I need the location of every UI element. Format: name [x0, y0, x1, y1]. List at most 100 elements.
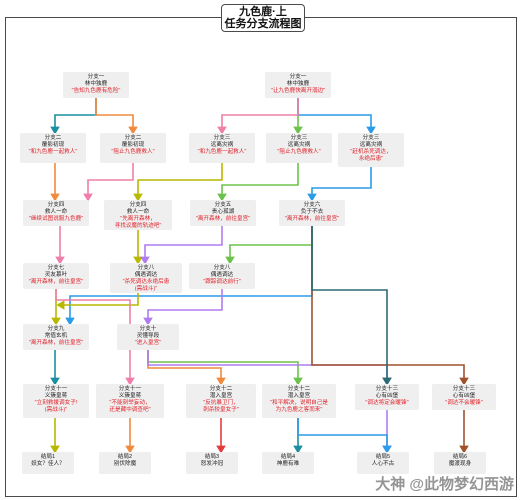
branch-node: 分支九常值玄机"离开森林，前往皇宫"	[23, 324, 89, 350]
node-subtitle: 心有凶堡	[375, 393, 399, 399]
node-title: 结局3	[204, 454, 220, 460]
branch-node: 分支四救人一命"继续试图说服九色鹿"	[23, 200, 89, 226]
node-choice: "进入皇宫"	[134, 340, 162, 346]
node-subtitle: 灵懂导段	[136, 333, 160, 339]
node-title: 分支十	[139, 326, 157, 332]
branch-node: 分支二覆影初现"和九色鹿一起救人"	[20, 133, 86, 163]
title-line2: 任务分支流程图	[224, 18, 302, 30]
node-choice: 寻找议魔的轨迹吧"	[114, 223, 162, 229]
node-title: 分支六	[303, 202, 321, 208]
node-choice: 还是藏中调查吧"	[109, 407, 151, 413]
node-title: 分支四	[129, 202, 147, 208]
node-choice: "调达将定会暖锋"	[365, 400, 409, 406]
node-choice: "告知九色鹿有危险"	[71, 88, 121, 94]
flow-connector	[143, 289, 223, 326]
node-subtitle: 魔渡现身	[448, 461, 472, 467]
branch-node: 分支八偶遇调达"跟踪调达前行"	[189, 263, 255, 289]
node-choice: 刺杀狡皇女子"	[203, 407, 239, 413]
node-title: 分支十三	[375, 386, 399, 392]
branch-node: 分支一林中独鹿"让九色鹿快离开溺边"	[265, 72, 331, 98]
title-line1: 九色鹿·上	[239, 6, 287, 18]
node-subtitle: 救人一命	[126, 209, 150, 215]
node-subtitle: 覆影初现	[41, 142, 65, 148]
flow-connector	[133, 163, 223, 202]
flow-connector	[83, 163, 134, 202]
node-choice: "和九色鹿一起救人"	[197, 149, 247, 155]
flow-connector	[217, 98, 299, 135]
node-choice: (需战斗)"	[134, 286, 158, 292]
node-choice: "离开森林，前往皇宫"	[28, 340, 84, 346]
node-title: 结局6	[452, 454, 468, 460]
node-choice: "离开森林，前往皇宫"	[195, 216, 251, 222]
node-subtitle: 覆影初现	[121, 142, 145, 148]
node-subtitle: 怒发冲冠	[200, 461, 224, 467]
node-choice: "离开森林，前往皇宫"	[284, 216, 340, 222]
flow-connector	[297, 418, 392, 454]
node-subtitle: 义簇皇蒋	[118, 393, 142, 399]
flow-connector	[297, 98, 376, 135]
branch-node: 分支二覆影初现"阻止九色鹿救人"	[100, 133, 166, 163]
node-choice: "让九色鹿快离开溺边"	[270, 88, 326, 94]
node-subtitle: 贵心孤湖	[211, 209, 235, 215]
node-title: 分支七	[47, 265, 65, 271]
node-title: 结局4	[280, 454, 296, 460]
branch-node: 分支一林中独鹿"告知九色鹿有危险"	[63, 72, 129, 98]
flow-connector	[56, 293, 139, 310]
node-subtitle: 远离灾祸	[210, 142, 234, 148]
node-choice: 永绝后患"	[358, 156, 384, 162]
node-subtitle: 林中独鹿	[84, 81, 108, 87]
node-subtitle: 妖女？佳人？	[31, 461, 65, 467]
branch-node: 分支三远离灾祸"阻止九色鹿救人"	[266, 133, 332, 163]
node-choice: "杀死调达永绝后患	[122, 279, 170, 285]
branch-node: 分支十一义簇皇蒋"立刻救援调女子!(需战斗)"	[23, 384, 89, 418]
node-choice: "跟踪调达前行"	[203, 279, 241, 285]
node-choice: 为九色鹿之客而来"	[275, 407, 323, 413]
node-title: 分支十三	[452, 386, 476, 392]
node-subtitle: 别伏除魔	[113, 461, 137, 467]
node-title: 结局5	[375, 454, 391, 460]
branch-node: 分支十二潜入皇宫"和平解决，说明自己是为九色鹿之客而来"	[262, 384, 336, 418]
node-title: 分支八	[213, 265, 231, 271]
node-subtitle: 神鹿有难	[276, 461, 300, 467]
node-title: 分支九	[47, 326, 65, 332]
flow-connector	[147, 350, 226, 386]
node-title: 分支八	[137, 265, 155, 271]
node-subtitle: 灵友慕叶	[44, 272, 68, 278]
node-title: 分支十二	[287, 386, 311, 392]
branch-node: 分支十三心有凶堡"调达将定会暖锋"	[355, 384, 419, 410]
node-subtitle: 远离灾祸	[359, 142, 383, 148]
node-choice: "先离开森林，	[120, 216, 156, 222]
node-subtitle: 心有凶堡	[452, 393, 476, 399]
node-choice: "离开森林，前往皇宫"	[28, 279, 84, 285]
branch-node: 分支十一义簇皇蒋"不能刻举妄动，还是藏中调查吧"	[96, 384, 164, 418]
branch-node: 分支三远离灾祸"和九色鹿一起救人"	[189, 133, 255, 163]
branch-node: 分支六负于不去"离开森林，前往皇宫"	[279, 200, 345, 226]
node-subtitle: 救人一命	[44, 209, 68, 215]
watermark: 大神 @此物梦幻西游	[375, 476, 514, 493]
node-title: 分支十一	[44, 386, 68, 392]
node-choice: "和九色鹿一起救人"	[28, 149, 78, 155]
flow-connector	[225, 226, 313, 265]
node-subtitle: 义簇皇蒋	[44, 393, 68, 399]
branch-node: 分支三远离灾祸"赶机杀死调达，永绝后患"	[338, 133, 404, 167]
branch-node: 分支十灵懂导段"进入皇宫"	[117, 324, 179, 350]
node-title: 分支十一	[118, 386, 142, 392]
node-subtitle: 常值玄机	[44, 333, 68, 339]
node-title: 分支三	[213, 135, 231, 141]
node-title: 分支三	[290, 135, 308, 141]
node-title: 结局2	[117, 454, 133, 460]
node-title: 分支三	[362, 135, 380, 141]
node-title: 分支一	[289, 74, 307, 80]
node-choice: "不能刻举妄动，	[109, 400, 151, 406]
flow-connector	[147, 350, 392, 386]
branch-node: 分支七灵友慕叶"离开森林，前往皇宫"	[23, 263, 89, 289]
flow-connector	[147, 350, 303, 386]
flow-connector	[95, 98, 138, 135]
branch-node: 分支四救人一命"先离开森林，寻找议魔的轨迹吧"	[104, 200, 172, 230]
node-choice: "立刻救援调女子!	[34, 400, 78, 406]
node-choice: "和平解决，说明自己是	[270, 400, 328, 406]
